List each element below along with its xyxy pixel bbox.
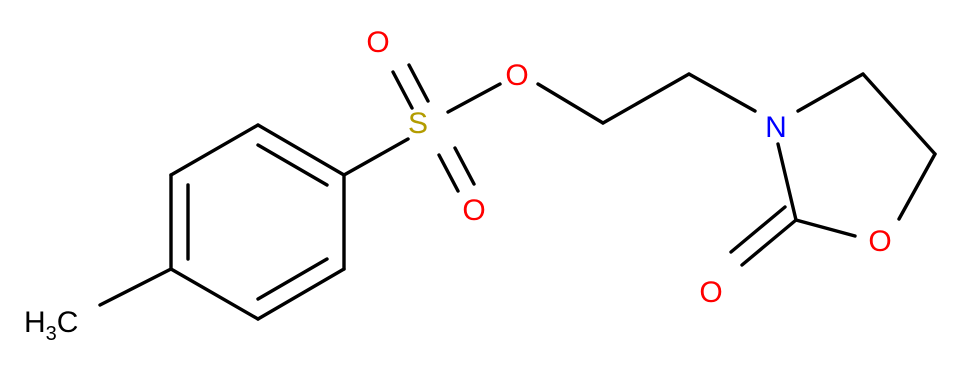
bond-c4-c5 [861,72,937,156]
bond-c1-c2 [601,72,691,125]
bond-o-c2 [794,218,857,238]
sulfonyl-oxygen-top-label: O [366,26,389,59]
bond-so-top-b [407,63,430,103]
bond-ring-5 [256,267,346,321]
ring-oxygen-label: O [868,225,891,258]
carbonyl-oxygen-label: O [699,276,722,309]
nitrogen-label: N [765,111,787,144]
bond-co-b [729,205,787,254]
bond-n-c4 [796,72,865,113]
bond-ring-s [342,137,410,177]
sulfur-label: S [408,107,428,140]
bond-ring-3 [256,123,346,177]
atom-labels: H3C S O O O N O O [24,26,892,345]
ester-oxygen-label: O [505,59,528,92]
bond-ring-inner-2 [256,143,329,187]
bond-ring-2 [169,123,260,177]
bond-s-o [446,82,502,114]
bond-methyl [98,267,173,307]
bond-so-bot-a [437,153,460,193]
bond-c2-n [776,142,798,222]
bond-co-a [740,218,798,267]
bond-so-bot-b [453,146,476,186]
sulfonyl-oxygen-bottom-label: O [462,194,485,227]
bond-ring-inner-3 [256,257,329,301]
bond-o-c1 [536,82,605,125]
bond-ring-6 [169,267,260,321]
bond-c2-n [687,72,757,113]
bond-c5-o [897,152,937,221]
bonds [98,63,937,321]
methyl-label: H3C [24,306,78,345]
bond-so-top-a [391,70,414,110]
